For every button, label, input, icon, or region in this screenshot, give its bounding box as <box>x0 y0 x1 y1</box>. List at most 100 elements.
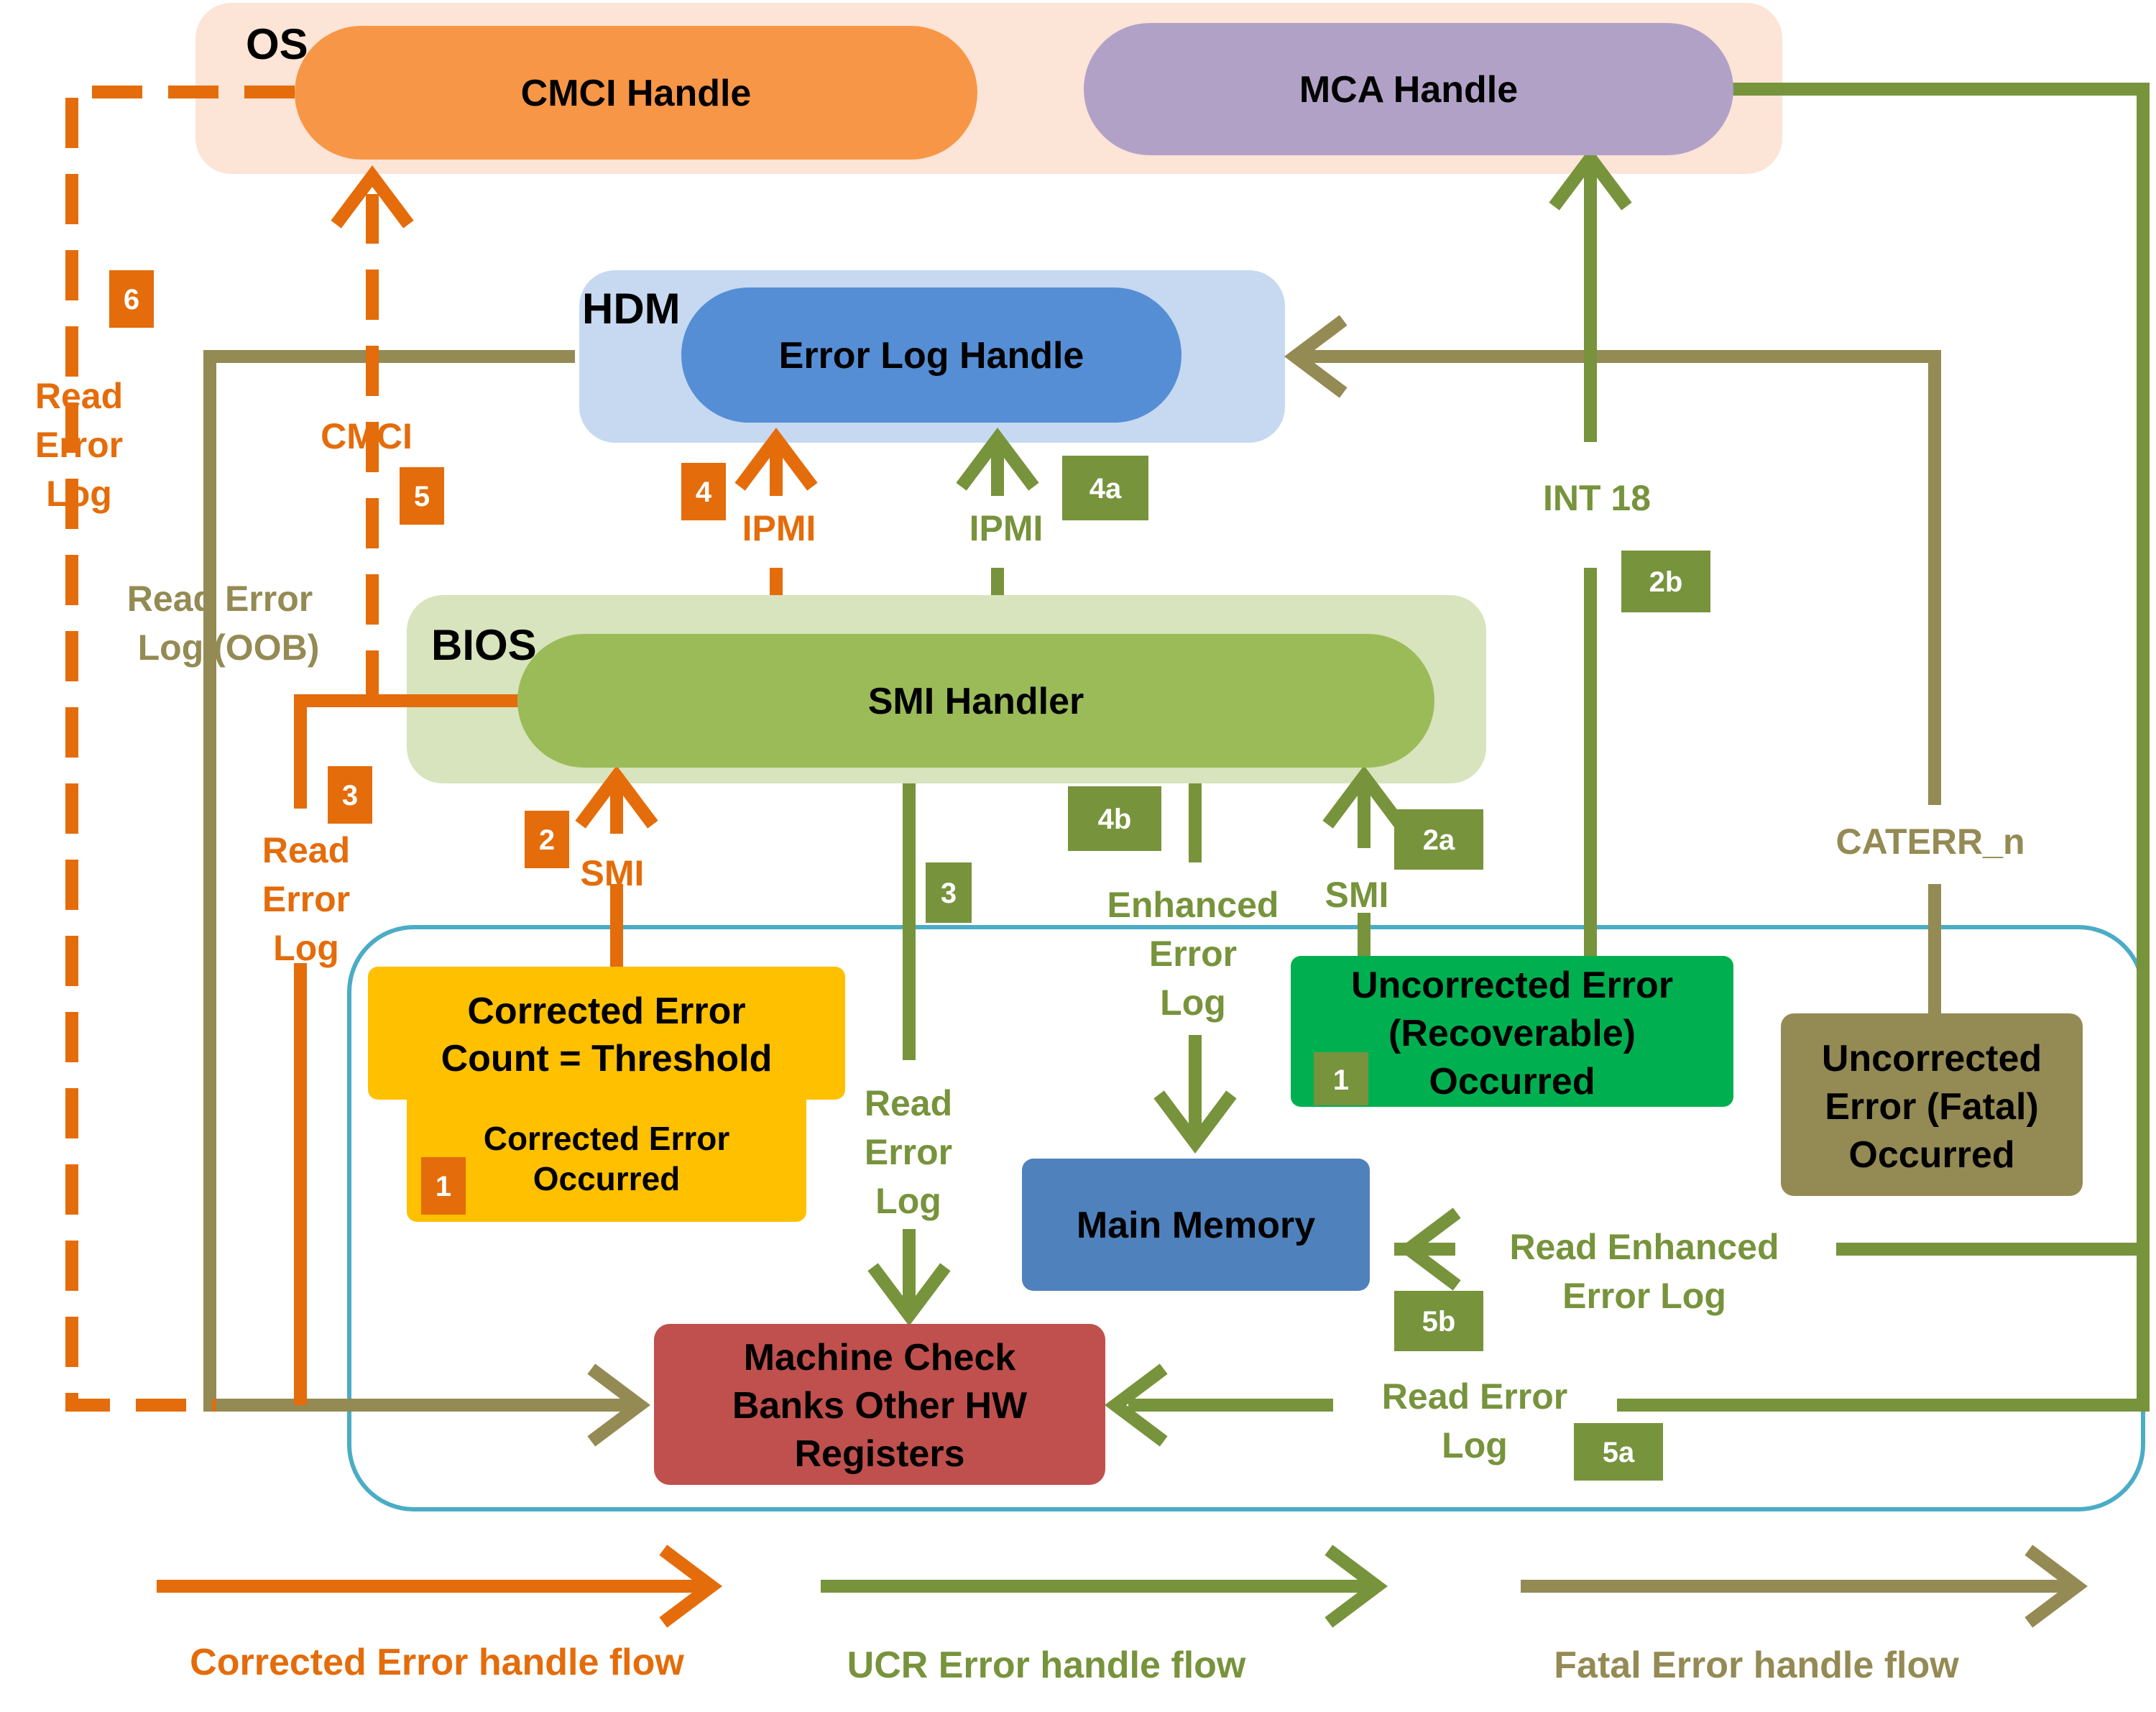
machine-check-node: Machine Check Banks Other HW Registers <box>654 1324 1105 1485</box>
mca-handle-shape <box>1084 23 1733 155</box>
badge-3-orange-label: 3 <box>342 780 358 811</box>
badge-5-label: 5 <box>414 481 430 512</box>
bios-read-error-log-line <box>294 694 519 809</box>
smi-handler-shape <box>517 634 1434 768</box>
badge-4a-label: 4a <box>1089 473 1122 505</box>
main-memory-shape <box>1022 1159 1370 1291</box>
badge-2b <box>1621 551 1710 612</box>
smi-right-label: SMI <box>1325 875 1389 915</box>
machine-check-line2: Banks Other HW <box>732 1385 1028 1427</box>
ucr-flow-lines <box>903 83 2150 1412</box>
ucr-occurred-line1: Uncorrected Error <box>1351 965 1673 1006</box>
legend-fatal: Fatal Error handle flow <box>1521 1545 2088 1686</box>
corrected-threshold-line1: Corrected Error <box>467 990 745 1032</box>
read-error-log-oob-2: Log (OOB) <box>138 627 320 668</box>
arrowhead-to-memory <box>1398 1207 1461 1291</box>
badge-3-green <box>926 862 972 923</box>
badge-3-green-label: 3 <box>941 878 957 909</box>
legend: Corrected Error handle flow UCR Error ha… <box>157 1545 2088 1686</box>
read-error-log-left-1: Read <box>35 376 123 416</box>
badge-6-label: 6 <box>124 284 139 316</box>
legend-corrected-arrowhead <box>659 1545 722 1628</box>
badge-5b-label: 5b <box>1422 1306 1456 1338</box>
read-error-log-3-1: Read <box>262 830 350 870</box>
ucr-occurred-line3: Occurred <box>1429 1061 1595 1103</box>
badge-4a <box>1062 456 1148 520</box>
arrowhead-to-mcbank-ucr <box>1105 1363 1168 1447</box>
error-log-handle-node: Error Log Handle <box>681 287 1181 423</box>
green-labels: IPMI INT 18 Enhanced Error Log SMI Read … <box>865 478 1779 1465</box>
arrowhead-to-mca <box>1549 147 1632 211</box>
read-enhanced-2: Error Log <box>1562 1276 1726 1316</box>
mca-right-line <box>1617 83 2150 1412</box>
fatal-occurred-node: Uncorrected Error (Fatal) Occurred <box>1781 1013 2083 1196</box>
read-error-log-3-3: Log <box>273 928 339 968</box>
fatal-occurred-line2: Error (Fatal) <box>1825 1086 2039 1128</box>
ucr-occurred-line2: (Recoverable) <box>1388 1013 1636 1054</box>
read-error-log-5a-2: Log <box>1442 1425 1508 1465</box>
corrected-occurred-line1: Corrected Error <box>484 1120 730 1157</box>
read-error-log-left-2: Error <box>35 425 123 465</box>
ucr-occurred-shape <box>1291 956 1733 1107</box>
machine-check-line1: Machine Check <box>744 1337 1016 1379</box>
arrowhead-down-to-memory <box>1153 1090 1237 1154</box>
mca-handle-node: MCA Handle <box>1084 23 1733 155</box>
arrowhead-to-errlog-green <box>956 428 1039 491</box>
badge-5b <box>1394 1291 1483 1351</box>
olive-labels: Read Error Log (OOB) CATERR_n <box>127 579 2025 862</box>
error-log-handle-shape <box>681 287 1181 423</box>
corrected-threshold-shape <box>368 967 845 1100</box>
legend-ucr-arrowhead <box>1325 1545 1388 1628</box>
enhanced-error-log-1: Enhanced <box>1107 885 1279 925</box>
badge-5a-label: 5a <box>1603 1437 1635 1468</box>
cmci-handle-shape <box>295 26 977 160</box>
corrected-threshold-node: Corrected Error Count = Threshold <box>368 967 845 1100</box>
ucr-arrowheads <box>867 147 1632 1447</box>
read-enhanced-1: Read Enhanced <box>1509 1227 1779 1267</box>
read-error-log-left-3: Log <box>46 474 112 514</box>
legend-fatal-arrowhead <box>2024 1545 2088 1628</box>
cmci-handle-label: CMCI Handle <box>521 73 752 114</box>
mca-handle-label: MCA Handle <box>1299 69 1518 111</box>
read-error-log-center-1: Read <box>865 1083 952 1123</box>
green-badges: 4a 2b 3 4b 2a 1 5b 5a <box>926 456 1710 1481</box>
smi-handler-label: SMI Handler <box>868 681 1084 722</box>
fatal-occurred-shape <box>1781 1013 2083 1196</box>
smi-handler-node: SMI Handler <box>517 634 1434 768</box>
orange-labels: Read Error Log CMCI Read Error Log SMI I… <box>35 376 816 968</box>
main-memory-node: Main Memory <box>1022 1159 1370 1291</box>
legend-ucr-label: UCR Error handle flow <box>847 1644 1246 1686</box>
fatal-occurred-line3: Occurred <box>1848 1134 2014 1176</box>
badge-1-corrected-label: 1 <box>436 1171 451 1202</box>
arrowhead-to-hdm-fatal <box>1284 315 1348 398</box>
arrowhead-to-cmci <box>331 165 414 229</box>
legend-ucr: UCR Error handle flow <box>821 1545 1388 1686</box>
badge-2b-label: 2b <box>1649 566 1683 598</box>
corrected-threshold-line2: Count = Threshold <box>441 1038 773 1080</box>
arrowhead-to-errlog-orange <box>734 428 818 491</box>
machine-check-shape <box>654 1324 1105 1485</box>
cmci-label: CMCI <box>321 416 413 456</box>
ipmi-orange-label: IPMI <box>742 508 816 548</box>
enhanced-error-log-3: Log <box>1160 982 1226 1023</box>
arrowhead-to-smi-orange <box>575 765 658 829</box>
cmci-handle-node: CMCI Handle <box>295 26 977 160</box>
badge-2-orange <box>525 811 569 868</box>
enhanced-error-log-2: Error <box>1149 934 1237 974</box>
badge-2-orange-label: 2 <box>539 824 555 856</box>
badge-6 <box>109 270 154 328</box>
smi-left-label: SMI <box>581 853 645 893</box>
legend-corrected-label: Corrected Error handle flow <box>190 1642 684 1683</box>
machine-check-line3: Registers <box>795 1433 965 1475</box>
ucr-occurred-node: Uncorrected Error (Recoverable) Occurred <box>1291 956 1733 1107</box>
corrected-arrowheads <box>331 165 818 829</box>
error-log-handle-label: Error Log Handle <box>779 335 1084 377</box>
badge-1-ucr <box>1314 1052 1368 1105</box>
corrected-flow-lines <box>65 86 783 1412</box>
read-error-log-center-2: Error <box>865 1132 952 1172</box>
orange-badges: 6 5 4 3 2 1 <box>109 270 726 1215</box>
badge-4b <box>1068 786 1161 851</box>
arrowhead-to-smi-green <box>1322 765 1406 829</box>
badge-4b-label: 4b <box>1098 804 1132 835</box>
